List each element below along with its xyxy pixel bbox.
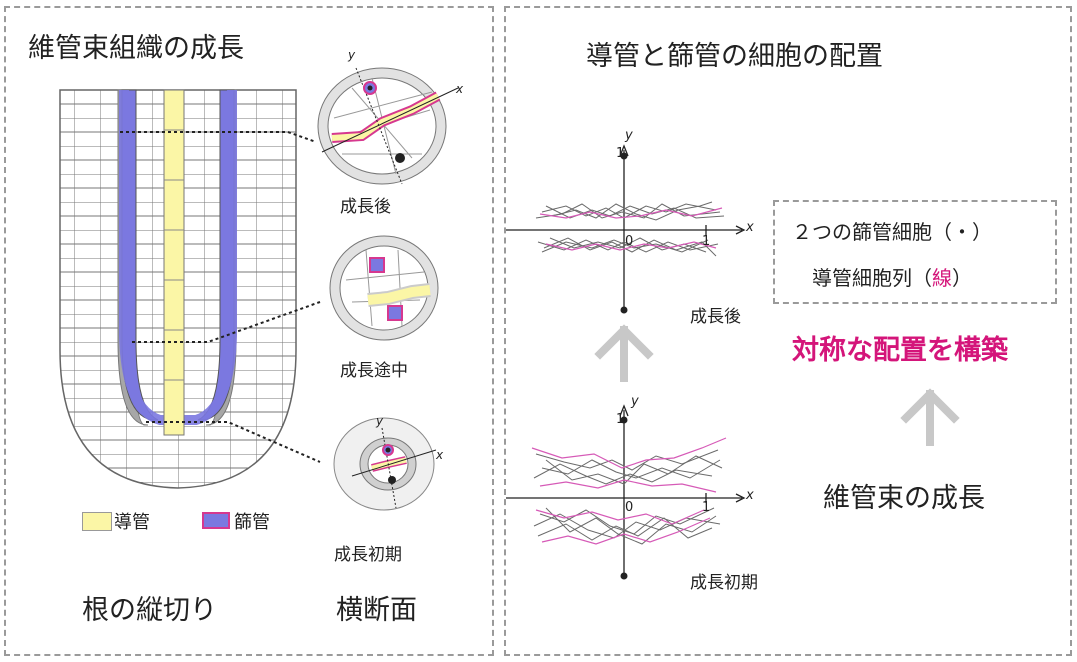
summary-line-phloem: ２つの篩管細胞（・） — [792, 220, 992, 244]
left-panel-title: 維管束組織の成長 — [28, 33, 244, 64]
summary-box — [773, 200, 1057, 304]
upper-axis-x: x — [746, 220, 754, 235]
legend-swatch-phloem — [202, 512, 230, 529]
axis-label-y-after: y — [348, 48, 356, 62]
up-arrow-right — [900, 388, 960, 446]
legend-label-xylem: 導管 — [114, 512, 150, 533]
summary-line-xylem-highlight: 線 — [932, 266, 952, 290]
lower-tick-0: 0 — [625, 500, 634, 515]
axis-label-y-early: y — [376, 414, 384, 428]
upper-axis-y: y — [625, 128, 633, 143]
right-panel — [504, 6, 1072, 656]
summary-line-xylem-post: ） — [952, 266, 972, 290]
cross-section-early — [333, 417, 437, 511]
upper-stage-label: 成長後 — [690, 307, 741, 327]
cross-section-mid — [329, 235, 439, 341]
left-panel — [4, 6, 494, 656]
stage-label-early: 成長初期 — [334, 545, 402, 565]
root-longitudinal-section — [59, 89, 321, 489]
lower-tick-1-x: 1 — [702, 500, 711, 515]
upper-tick-1-x: 1 — [702, 234, 711, 249]
axis-label-x-after: x — [456, 82, 464, 96]
xylem-band — [163, 89, 185, 436]
stage-label-after: 成長後 — [340, 197, 391, 217]
up-arrow-left — [594, 324, 654, 382]
lower-axis-x: x — [746, 488, 754, 503]
cross-section-after — [317, 67, 459, 185]
vascular-growth-label: 維管束の成長 — [823, 483, 985, 514]
legend-label-phloem: 篩管 — [234, 512, 270, 533]
lower-tick-1-y: 1 — [616, 412, 625, 427]
summary-line-xylem-pre: 導管細胞列（ — [812, 266, 932, 290]
stage-label-mid: 成長途中 — [340, 361, 408, 381]
caption-longitudinal: 根の縦切り — [82, 595, 217, 626]
symmetry-headline: 対称な配置を構築 — [792, 335, 1008, 366]
lower-axis-y: y — [631, 394, 639, 409]
upper-tick-1-y: 1 — [616, 146, 625, 161]
legend-swatch-xylem — [82, 512, 112, 531]
summary-line-xylem: 導管細胞列（線） — [812, 262, 972, 291]
caption-cross-section: 横断面 — [336, 595, 417, 626]
upper-tick-0: 0 — [625, 234, 634, 249]
right-panel-title: 導管と篩管の細胞の配置 — [586, 41, 883, 72]
plot-early-growth — [506, 404, 746, 580]
plot-after-growth — [506, 144, 746, 314]
axis-label-x-early: x — [436, 448, 444, 462]
lower-stage-label: 成長初期 — [690, 573, 758, 593]
